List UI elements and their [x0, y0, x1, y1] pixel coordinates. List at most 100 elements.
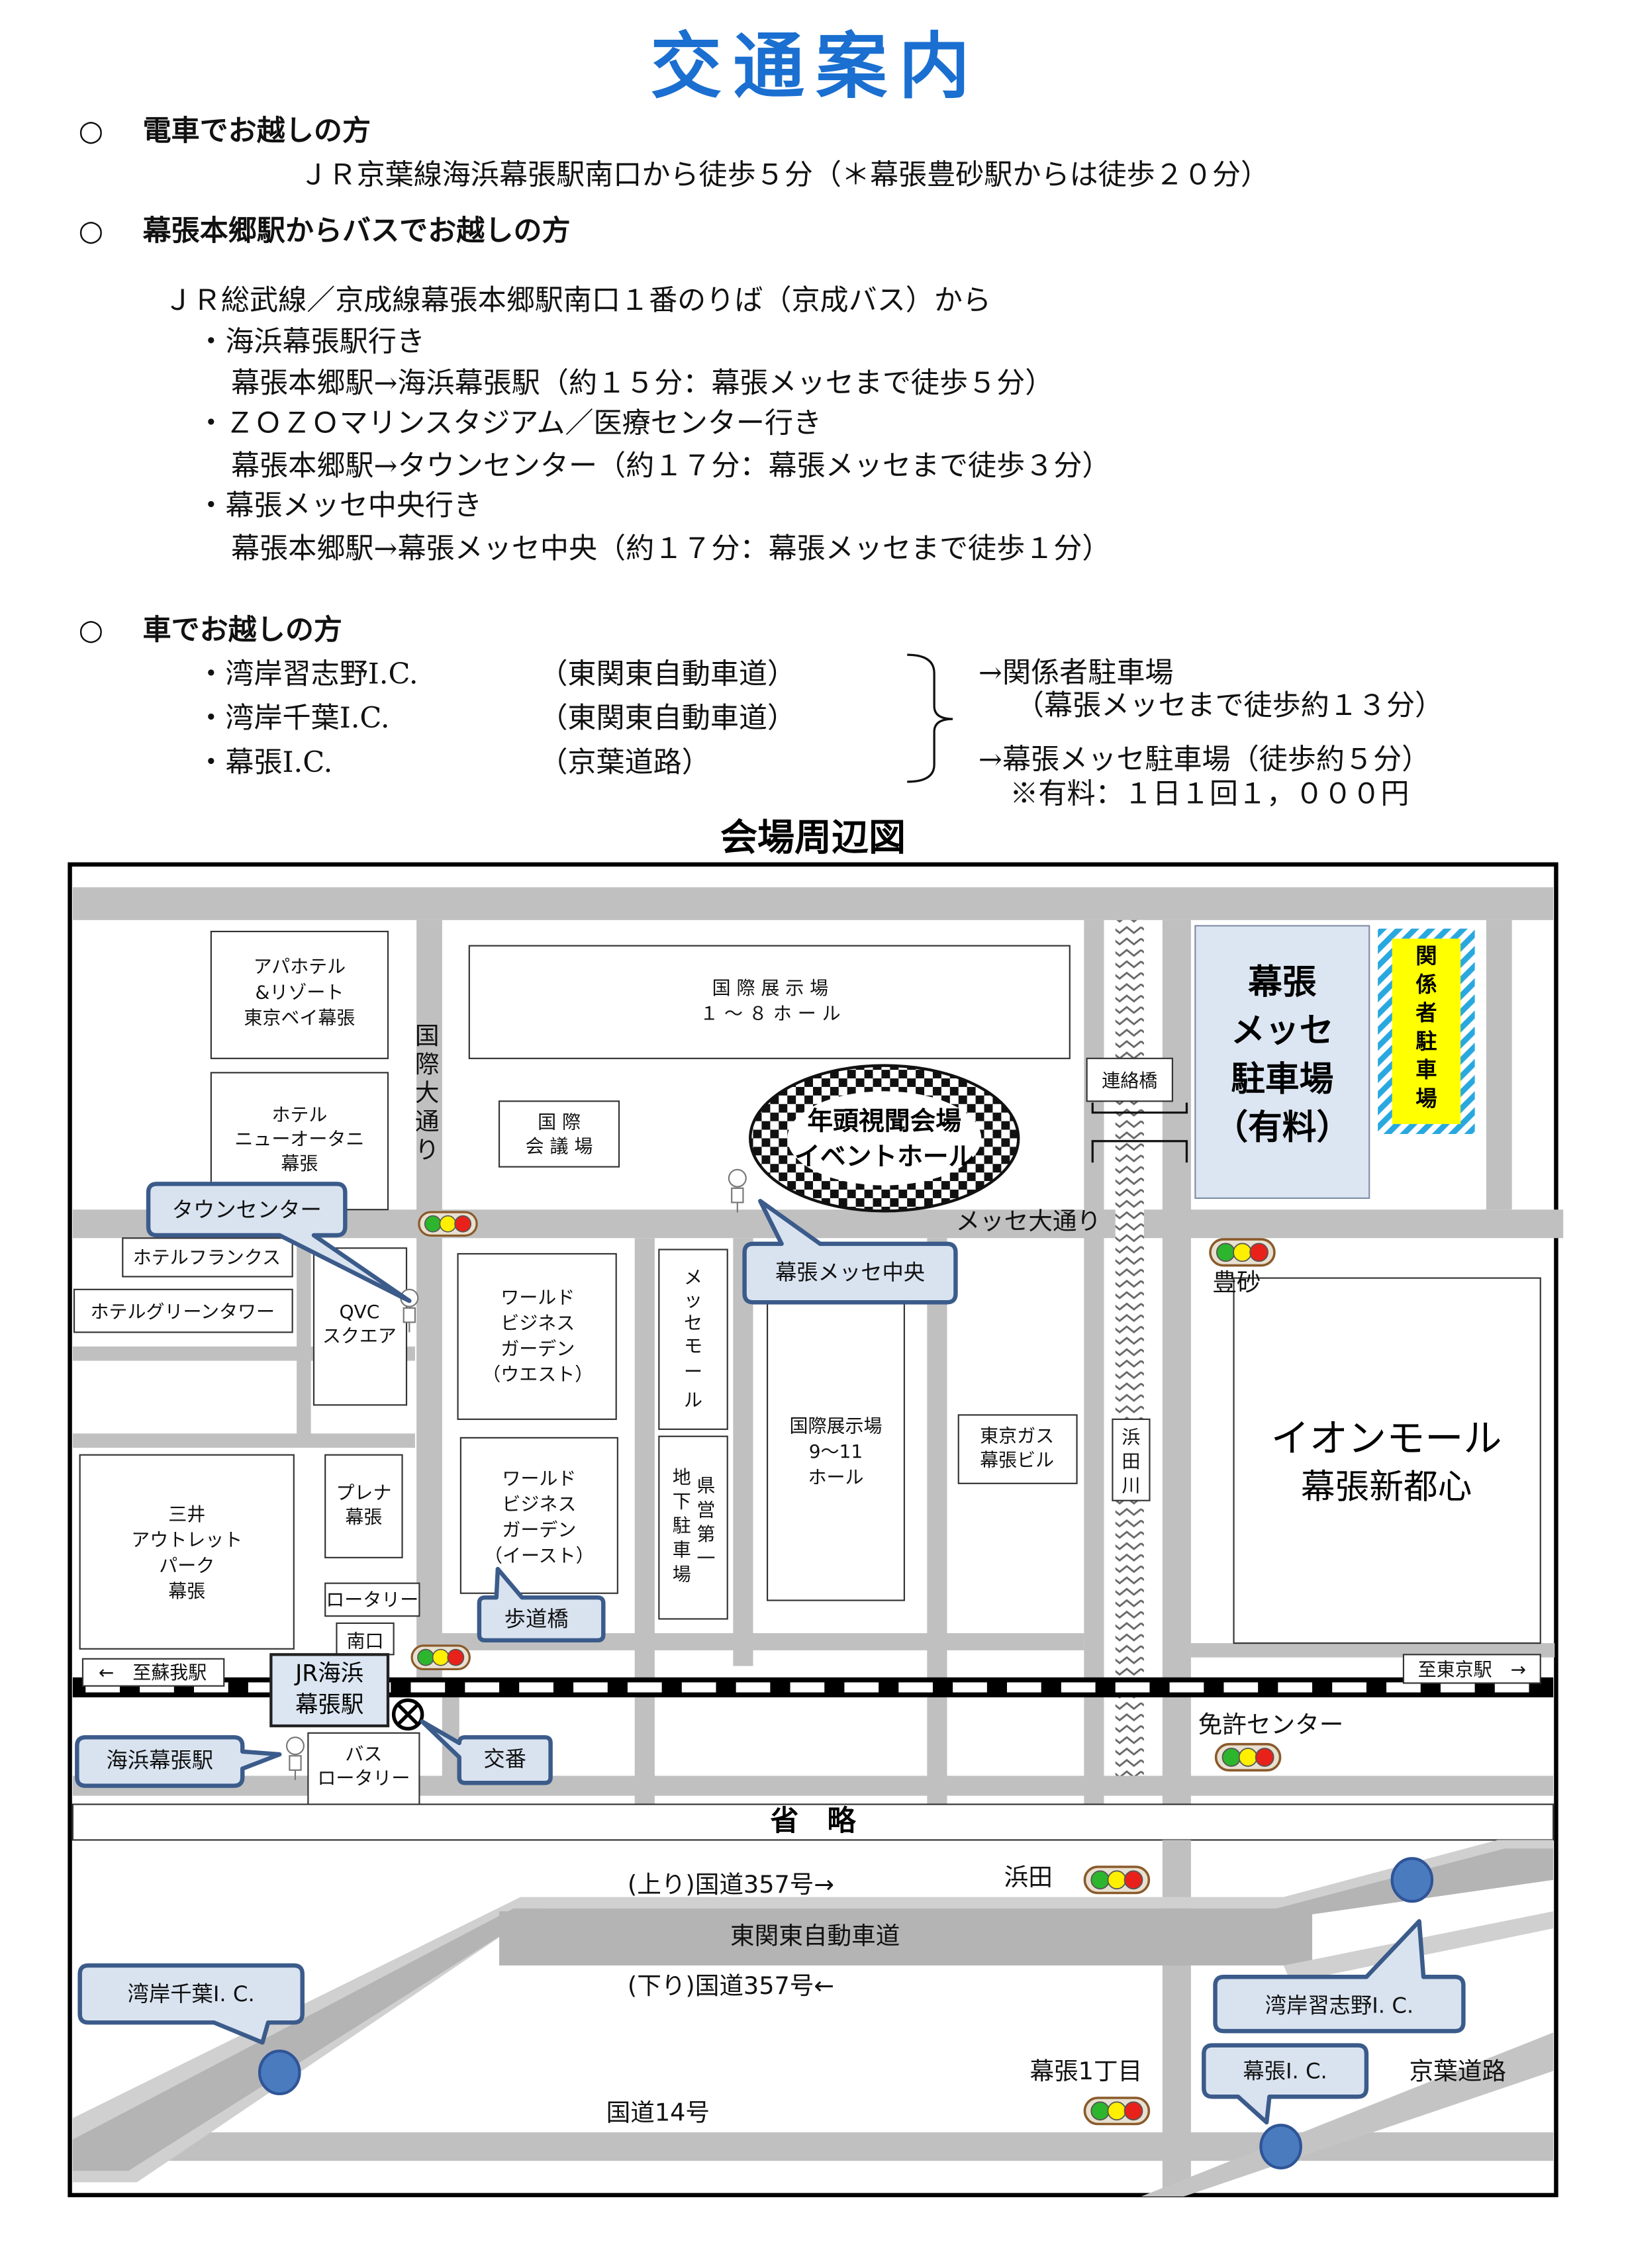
traffic-light-icon [1210, 1239, 1274, 1265]
staff-parking-label: 場 [1415, 1086, 1437, 1111]
bus-intro: ＪＲ総武線／京成線幕張本郷駅南口１番のりば（京成バス）から [164, 284, 991, 317]
callout-label: 海浜幕張駅 [107, 1748, 213, 1773]
hamada-label: 浜田 [1004, 1863, 1053, 1891]
hall-label: 国 際 展 示 場 [712, 977, 829, 999]
messe-parking: 幕張 メッセ 駐車場 （有料） [1194, 925, 1370, 1200]
parking-fee: ※有料：１日１回１，０００円 [1010, 777, 1409, 810]
messe-mall-label: モ [684, 1335, 702, 1357]
staff-parking-text: →関係者駐車場 [979, 656, 1174, 689]
hotel-franks [122, 1237, 293, 1278]
aeon-mall [1233, 1277, 1541, 1644]
car-section: ○ 車でお越しの方 ・湾岸習志野I.C. （東関東自動車道） ・湾岸千葉I.C.… [78, 614, 1443, 810]
brace [907, 653, 953, 783]
staff-parking-label: 者 [1415, 1000, 1437, 1025]
conference-label: 国 際 [538, 1111, 581, 1133]
wbg-west-label: ワールド [501, 1286, 575, 1308]
river-label: 浜 [1122, 1427, 1140, 1448]
hotel-franks-label: ホテルフランクス [133, 1247, 281, 1268]
police-box-icon [391, 1698, 424, 1731]
hall-label: １ ～ ８ ホ ー ル [700, 1003, 841, 1025]
to-soga-label: ← 至蘇我駅 [99, 1662, 207, 1683]
bridge-label: 連絡橋 [1102, 1070, 1157, 1092]
plena-label: プレナ [336, 1482, 391, 1504]
interchange-marker-icon [1390, 1857, 1434, 1903]
bus-route-name: ・ＺＯＺＯマリンスタジアム／医療センター行き [197, 406, 822, 440]
bus-route-name: ・海浜幕張駅行き [197, 325, 425, 358]
international-conference-hall [498, 1100, 620, 1168]
to-tokyo-label: 至東京駅 → [1418, 1659, 1526, 1681]
wbg-east-label: ガーデン [502, 1519, 576, 1541]
plena-label: 幕張 [345, 1506, 382, 1528]
hotel-new-otani-label: 幕張 [281, 1153, 318, 1174]
outlet-label: アウトレット [131, 1529, 242, 1551]
bus-rotary-label: ロータリー [317, 1767, 410, 1789]
bullet: ○ [78, 214, 103, 248]
mitsui-outlet-park [79, 1454, 295, 1650]
outlet-label: 幕張 [168, 1580, 205, 1602]
hall-label: 9～11 [809, 1441, 863, 1462]
south-exit-label: 南口 [347, 1630, 384, 1652]
callout-town-center: タウンセンター [146, 1182, 412, 1303]
public-parking-text: →幕張メッセ駐車場（徒歩約５分） [979, 743, 1430, 777]
messe-mall-label: ッ [684, 1290, 702, 1311]
bus-route-detail: 幕張本郷駅→タウンセンター（約１７分：幕張メッセまで徒歩３分） [231, 449, 1110, 483]
apa-hotel-label: アパホテル [254, 956, 346, 978]
to-soga-sign [81, 1658, 225, 1687]
staff-parking: 関 係 者 駐 車 場 [1378, 928, 1475, 1134]
tokyo-gas-label: 幕張ビル [980, 1449, 1054, 1471]
callout-wangan-chiba-ic: 湾岸千葉I. C. [77, 1963, 305, 2045]
qvc-label: QVC [340, 1301, 380, 1323]
interchange-marker-icon [258, 2050, 301, 2096]
apa-hotel [210, 931, 389, 1059]
license-center-label: 免許センター [1198, 1711, 1344, 1739]
map-title: 会場周辺図 [720, 816, 906, 859]
interchange-marker-icon [1259, 2124, 1302, 2170]
callout-kaihin-makuhari-station: 海浜幕張駅 [75, 1735, 282, 1788]
bus-route-detail: 幕張本郷駅→海浜幕張駅（約１５分：幕張メッセまで徒歩５分） [231, 367, 1053, 400]
bullet: ○ [78, 614, 103, 647]
parking-label: 地 [673, 1466, 691, 1488]
callout-label: タウンセンター [172, 1197, 322, 1222]
train-section: ○ 電車でお越しの方 ＪＲ京葉線海浜幕張駅南口から徒歩５分（＊幕張豊砂駅からは徒… [78, 115, 1269, 191]
toyosuna-label: 豊砂 [1212, 1268, 1261, 1297]
omitted-band [72, 1803, 1554, 1841]
callout-label: 幕張メッセ中央 [775, 1260, 925, 1285]
hotel-green-tower-label: ホテルグリーンタワー [90, 1301, 275, 1323]
qvc-label: スクエア [322, 1325, 397, 1347]
section-heading: 幕張本郷駅からバスでお越しの方 [142, 214, 570, 248]
wbg-west [457, 1252, 617, 1420]
parking-label: 営 [696, 1499, 715, 1521]
tokyo-gas-building [957, 1414, 1078, 1484]
jr-kaihin-makuhari-station: JR海浜 幕張駅 [269, 1653, 390, 1728]
traffic-light-icon [419, 1212, 477, 1236]
venue-label: 年頭視聞会場 [807, 1106, 961, 1136]
outlet-label: 三井 [168, 1503, 205, 1525]
area-map: アパホテル &リゾート 東京ベイ幕張 ホテル ニューオータニ 幕張 国 際 大 … [68, 862, 1564, 2198]
parking-label: 第 [696, 1523, 715, 1545]
outlet-label: パーク [159, 1554, 215, 1576]
road-label: 国 [415, 1021, 440, 1050]
keiyo-road-label: 京葉道路 [1410, 2057, 1506, 2085]
staff-parking-label: 駐 [1415, 1029, 1437, 1054]
plena-makuhari [324, 1454, 403, 1558]
route-357-down-label: (下り)国道357号← [628, 1971, 834, 2000]
callout-messe-chuo: 幕張メッセ中央 [742, 1199, 958, 1305]
callout-koban: 交番 [420, 1719, 553, 1785]
ic-road: （京葉道路） [539, 746, 710, 779]
staff-parking-label: 関 [1415, 943, 1437, 969]
event-hall-venue: 年頭視聞会場 イベントホール [749, 1064, 1020, 1213]
wbg-east [459, 1437, 618, 1594]
hotel-new-otani-label: ホテル [271, 1104, 327, 1126]
tokyo-gas-label: 東京ガス [980, 1425, 1054, 1446]
callout-makuhari-ic: 幕張I. C. [1202, 2043, 1369, 2125]
apa-hotel-label: &リゾート [255, 981, 344, 1003]
wbg-east-label: ワールド [502, 1468, 576, 1489]
parking-label: メッセ [1231, 1011, 1333, 1051]
aeon-label: イオンモール [1271, 1415, 1502, 1460]
callout-label: 湾岸千葉I. C. [128, 1981, 255, 2007]
station-label: JR海浜 [294, 1660, 363, 1687]
bus-route-detail: 幕張本郷駅→幕張メッセ中央（約１７分：幕張メッセまで徒歩１分） [231, 532, 1110, 565]
parking-label: 場 [673, 1563, 691, 1585]
road-label: 際 [415, 1050, 440, 1078]
